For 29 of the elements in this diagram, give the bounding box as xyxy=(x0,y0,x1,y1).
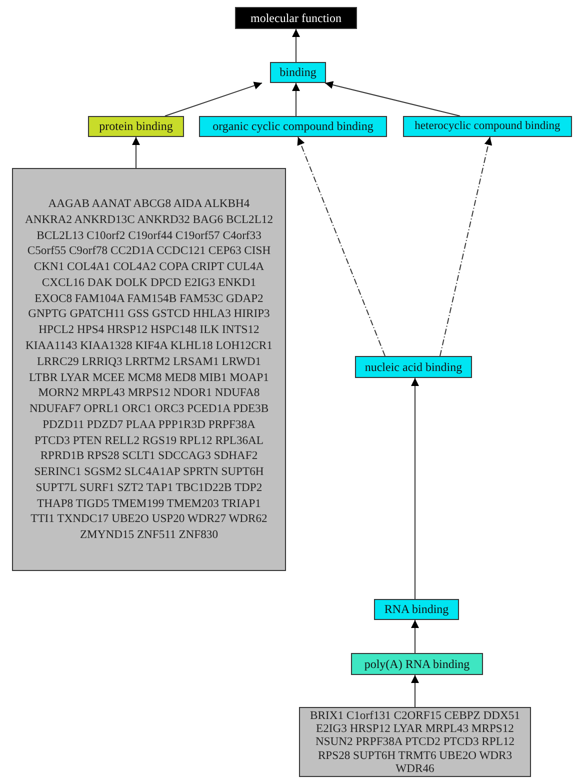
term-box xyxy=(199,116,387,137)
arrow xyxy=(164,82,262,116)
gene-list-box xyxy=(12,168,286,571)
gene-list: AAGAB AANAT ABCG8 AIDA ALKBH4 ANKRA2 ANKRD13C ANKRD32 BAG6 BCL2L12 BCL2L13 C10orf2 C19orf44 C19orf57 C4orf33 C5orf55 C9orf78 CC2D1A CCDC121 CEP63 CISH CKN1 COL4A1 COL4A2 COPA CRIPT CUL4A CXCL16 DAK DOLK DPCD E2IG3 ENKD1 EXOC8 FAM104A FAM154B FAM53C GDAP2 GNPTG GPATCH11 GSS GSTCD HHLA3 HIRIP3 HPCL2 HPS4 HRSP12 HSPC148 ILK INTS12 KIAA1143 KIAA1328 KIF4A KLHL18 LOH12CR1 LRRC29 LRRIQ3 LRRTM2 LRSAM1 LRWD1 LTBR LYAR MCEE MCM8 MED8 MIB1 MOAP1 MORN2 MRPL43 MRPS12 NDOR1 NDUFA8 NDUFAF7 OPRL1 ORC1 ORC3 PCED1A PDE3B PDZD11 PDZD7 PLAA PPP1R3D PRPF38A PTCD3 PTEN RELL2 RGS19 RPL12 RPL36AL RPRD1B RPS28 SCLT1 SDCCAG3 SDHAF2 SERINC1 SGSM2 SLC4A1AP SPRTN SUPT6H SUPT7L SURF1 SZT2 TAP1 TBC1D22B TDP2 THAP8 TIGD5 TMEM199 TMEM203 TRIAP1 TTI1 TXNDC17 UBE2O USP20 WDR27 WDR62 ZMYND15 ZNF511 ZNF830 xyxy=(25,196,273,543)
term-label: binding xyxy=(280,65,316,80)
term-label: protein binding xyxy=(99,119,173,134)
arrow xyxy=(292,82,300,116)
term-box xyxy=(351,653,483,675)
term-box xyxy=(403,116,572,137)
arrow xyxy=(292,28,300,62)
term-label: nucleic acid binding xyxy=(364,360,462,374)
term-box xyxy=(270,62,326,83)
term-box xyxy=(355,356,472,378)
arrow xyxy=(297,136,386,356)
term-label: heterocyclic compound binding xyxy=(414,120,560,134)
arrow xyxy=(132,136,140,168)
arrow xyxy=(324,81,460,116)
term-box xyxy=(235,7,357,29)
term-label: RNA binding xyxy=(384,602,449,617)
term-label: organic cyclic compound binding xyxy=(212,119,374,134)
term-label: molecular function xyxy=(250,10,342,26)
arrow xyxy=(411,378,419,600)
arrow xyxy=(440,136,492,356)
gene-list: BRIX1 C1orf131 C2ORF15 CEBPZ DDX51 E2IG3 HRSP12 LYAR MRPL43 MRPS12 NSUN2 PRPF38A PTCD2 PTCD3 RPL12 RPS28 SUPT6H TRMT6 UBE2O WDR3 WDR46 xyxy=(306,708,524,776)
term-box xyxy=(88,116,184,137)
arrow xyxy=(411,620,419,654)
arrow xyxy=(411,674,419,708)
term-box xyxy=(374,599,459,620)
term-label: poly(A) RNA binding xyxy=(364,656,470,672)
